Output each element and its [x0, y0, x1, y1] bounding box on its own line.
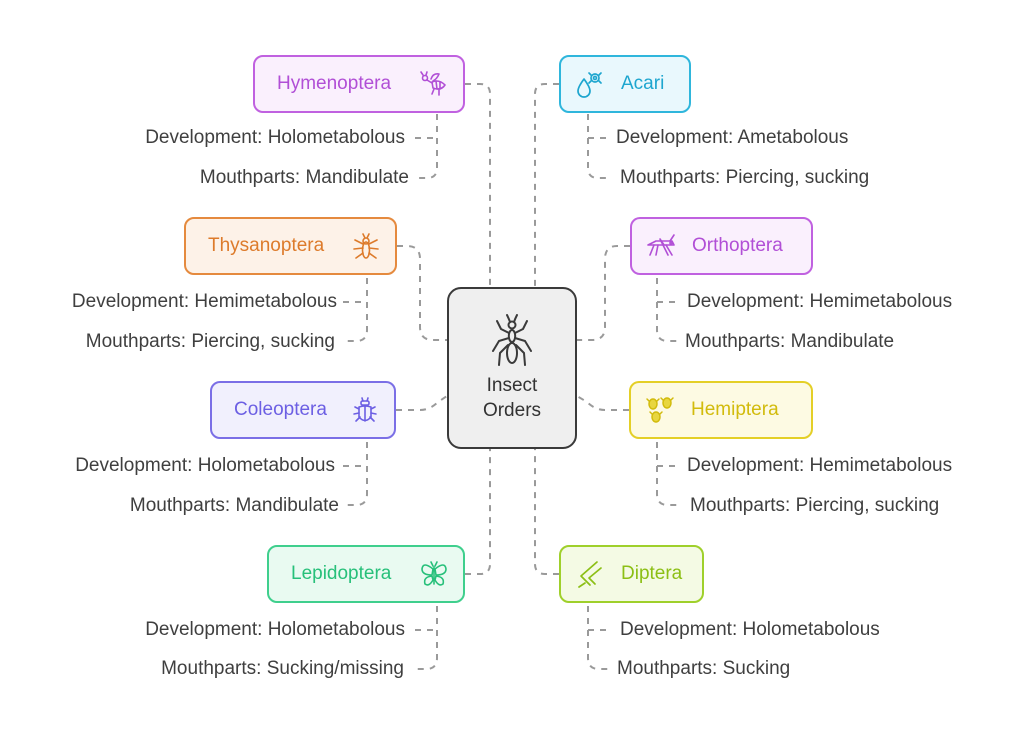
hymenoptera-development: Development: Holometabolous	[145, 127, 405, 148]
thrips-icon	[351, 231, 381, 261]
thysanoptera-mouthparts: Mouthparts: Piercing, sucking	[85, 331, 335, 352]
order-box-diptera[interactable]: Diptera	[559, 545, 704, 603]
hymenoptera-mouthparts: Mouthparts: Mandibulate	[199, 167, 409, 188]
ant-icon	[492, 314, 532, 366]
acari-mouthparts: Mouthparts: Piercing, sucking	[620, 167, 870, 188]
order-box-coleoptera[interactable]: Coleoptera	[210, 381, 396, 439]
orthoptera-development: Development: Hemimetabolous	[687, 291, 953, 312]
diptera-development: Development: Holometabolous	[620, 619, 880, 640]
center-label: Insect Orders	[482, 375, 542, 421]
order-name: Orthoptera	[692, 235, 783, 256]
diptera-mouthparts: Mouthparts: Sucking	[617, 658, 791, 679]
orthoptera-mouthparts: Mouthparts: Mandibulate	[685, 331, 895, 352]
coleoptera-mouthparts: Mouthparts: Mandibulate	[129, 495, 339, 516]
butterfly-icon	[419, 559, 449, 589]
beetle-icon	[350, 395, 380, 425]
hemiptera-mouthparts: Mouthparts: Piercing, sucking	[690, 495, 940, 516]
coleoptera-development: Development: Holometabolous	[75, 455, 335, 476]
fly-icon	[575, 559, 605, 589]
order-name: Hymenoptera	[277, 73, 392, 94]
acari-development: Development: Ametabolous	[616, 127, 849, 148]
bugs-icon	[645, 395, 675, 425]
thysanoptera-development: Development: Hemimetabolous	[71, 291, 337, 312]
order-name: Acari	[621, 73, 665, 94]
order-name: Diptera	[621, 563, 683, 584]
hemiptera-development: Development: Hemimetabolous	[687, 455, 953, 476]
bee-icon	[419, 69, 449, 99]
order-box-thysanoptera[interactable]: Thysanoptera	[184, 217, 397, 275]
order-name: Thysanoptera	[208, 235, 325, 256]
lepidoptera-development: Development: Holometabolous	[145, 619, 405, 640]
center-node: Insect Orders	[447, 287, 577, 449]
mite-drop-icon	[575, 69, 605, 99]
order-box-acari[interactable]: Acari	[559, 55, 691, 113]
order-name: Lepidoptera	[291, 563, 392, 584]
grasshopper-icon	[646, 231, 676, 261]
order-name: Hemiptera	[691, 399, 779, 420]
order-box-orthoptera[interactable]: Orthoptera	[630, 217, 813, 275]
order-box-hymenoptera[interactable]: Hymenoptera	[253, 55, 465, 113]
order-name: Coleoptera	[234, 399, 327, 420]
order-box-lepidoptera[interactable]: Lepidoptera	[267, 545, 465, 603]
order-box-hemiptera[interactable]: Hemiptera	[629, 381, 813, 439]
lepidoptera-mouthparts: Mouthparts: Sucking/missing	[161, 658, 404, 679]
